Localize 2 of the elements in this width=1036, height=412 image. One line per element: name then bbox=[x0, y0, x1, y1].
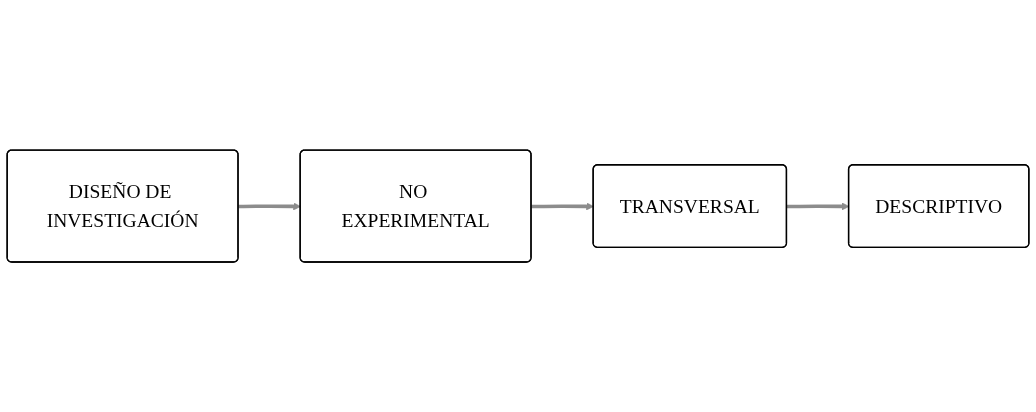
arrow bbox=[531, 202, 594, 211]
arrow bbox=[238, 202, 301, 211]
